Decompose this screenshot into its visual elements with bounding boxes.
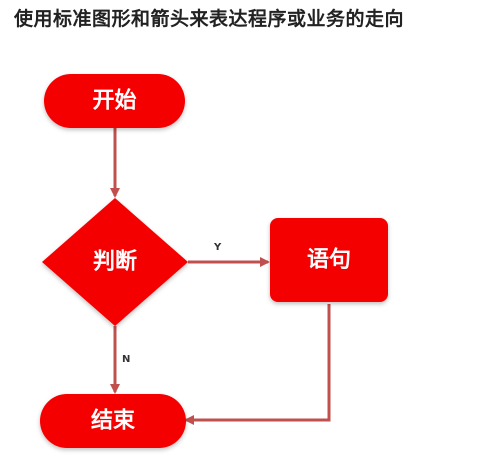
decision-node: 判断 xyxy=(42,198,188,326)
edge-label-no: N xyxy=(122,354,130,365)
start-node: 开始 xyxy=(44,74,185,128)
statement-node: 语句 xyxy=(270,218,388,302)
end-node-label: 结束 xyxy=(91,408,136,434)
arrow-statement-to-end xyxy=(184,304,331,425)
decision-node-label: 判断 xyxy=(93,249,137,275)
start-node-label: 开始 xyxy=(92,88,136,114)
edge-label-yes: Y xyxy=(213,242,222,253)
end-node: 结束 xyxy=(40,394,186,448)
page-title: 使用标准图形和箭头来表达程序或业务的走向 xyxy=(14,8,405,30)
edges xyxy=(110,128,331,425)
statement-node-label: 语句 xyxy=(307,247,351,273)
